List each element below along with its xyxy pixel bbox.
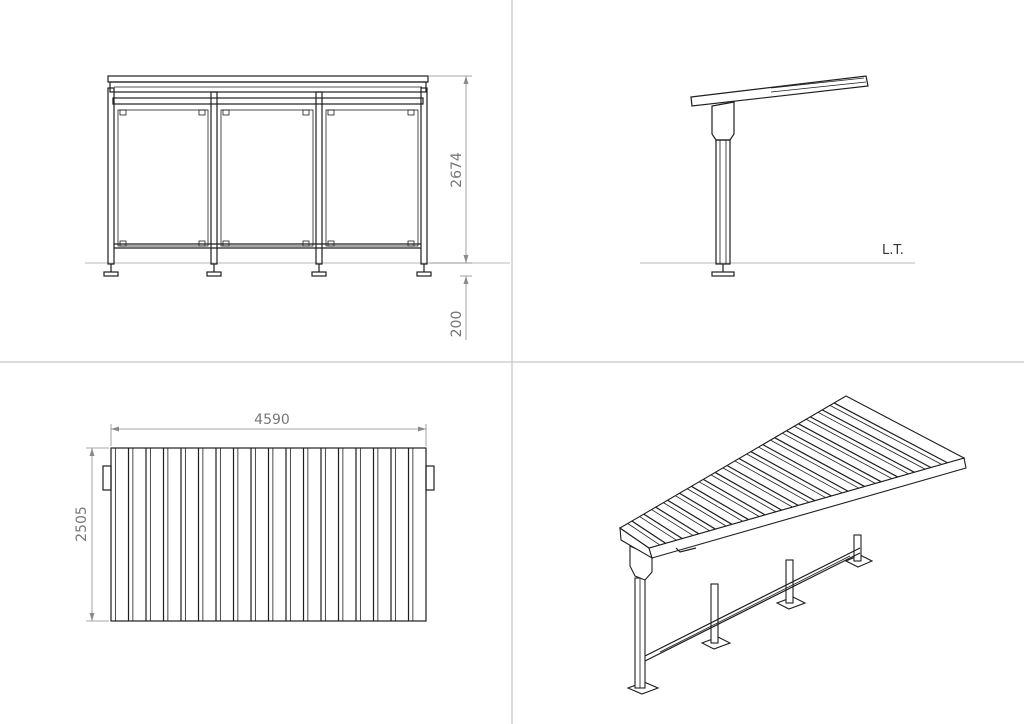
- plan-roof-slats: [114, 448, 414, 621]
- plan-end-bracket: [102, 465, 112, 491]
- iso-slat-joint: [679, 492, 733, 525]
- iso-roof-slats: [627, 402, 948, 546]
- front-post-base: [103, 271, 119, 277]
- front-post-base: [206, 271, 222, 277]
- front-post: [420, 87, 428, 265]
- side-post: [715, 139, 731, 265]
- plan-length-dimension-label: 4590: [254, 412, 290, 428]
- front-post: [315, 91, 323, 265]
- iso-slat-joint: [738, 458, 816, 502]
- plan-end-bracket: [425, 465, 435, 491]
- iso-slat-joint: [643, 513, 683, 540]
- front-post-base: [416, 271, 432, 277]
- iso-slat-line: [627, 523, 660, 546]
- plan-width-dimension: 2505: [74, 447, 109, 622]
- iso-slat-joint: [774, 437, 865, 487]
- iso-slat-line: [817, 411, 926, 470]
- iso-slat-joint: [667, 499, 716, 530]
- iso-slat-joint: [786, 430, 882, 483]
- iso-slat-line: [746, 453, 826, 498]
- iso-slat-line: [710, 474, 777, 513]
- front-panel: [117, 109, 209, 247]
- iso-slat-line: [805, 418, 909, 475]
- front-post-base: [311, 271, 327, 277]
- plan-width-dimension-label: 2505: [74, 506, 90, 542]
- front-height-dimension: 2674: [428, 75, 472, 264]
- iso-slat-line: [734, 460, 810, 503]
- iso-slat-line: [722, 467, 793, 508]
- iso-slat-line: [829, 405, 942, 465]
- plan-length-dimension: 4590: [110, 412, 427, 446]
- iso-slat-joint: [631, 520, 666, 544]
- iso-slat-joint: [833, 402, 948, 464]
- iso-slat-joint: [750, 451, 832, 497]
- front-height-dimension-label: 2674: [449, 152, 465, 188]
- side-elevation-view: L.T.: [640, 75, 915, 277]
- iso-slat-joint: [655, 506, 700, 535]
- iso-lower-rail: [644, 547, 861, 662]
- iso-roof-top: [618, 395, 966, 549]
- front-top-beam: [112, 97, 424, 105]
- iso-slat-joint: [798, 423, 898, 478]
- side-roof-profile: [690, 75, 869, 107]
- front-post: [107, 87, 115, 265]
- front-roof-fascia: [109, 81, 427, 93]
- iso-slat-line: [687, 488, 743, 522]
- front-foundation-dimension-label: 200: [449, 311, 465, 338]
- front-panel-clamps: [119, 109, 415, 247]
- iso-slat-joint: [714, 471, 782, 511]
- iso-slat-joint: [810, 416, 915, 473]
- iso-front-post: [626, 545, 660, 695]
- front-panel: [325, 109, 419, 247]
- side-post-base: [711, 271, 735, 277]
- iso-slat-joint: [821, 409, 932, 469]
- ground-level-label: L.T.: [882, 243, 904, 258]
- isometric-view: [618, 395, 967, 695]
- iso-slat-line: [651, 509, 694, 536]
- front-roof-top: [107, 75, 429, 83]
- iso-slat-line: [782, 432, 876, 484]
- iso-slat-line: [770, 439, 859, 489]
- iso-slat-joint: [691, 485, 749, 521]
- iso-slat-line: [639, 516, 677, 541]
- front-panel: [220, 109, 314, 247]
- iso-slat-joint: [762, 444, 849, 492]
- top-plan-view: 4590 2505: [74, 412, 435, 622]
- front-foundation-dimension: 200: [449, 275, 472, 340]
- iso-slat-line: [663, 502, 710, 532]
- iso-slat-joint: [702, 478, 766, 516]
- iso-slat-line: [675, 495, 727, 527]
- front-elevation-view: 2674 200: [85, 75, 510, 340]
- front-post: [210, 91, 218, 265]
- iso-slat-line: [794, 425, 893, 479]
- iso-back-posts: [700, 534, 874, 650]
- side-bracket: [711, 101, 735, 141]
- iso-slat-line: [698, 481, 760, 517]
- iso-roof-bracket: [675, 547, 697, 553]
- iso-slat-joint: [726, 464, 799, 506]
- iso-slat-line: [758, 446, 843, 494]
